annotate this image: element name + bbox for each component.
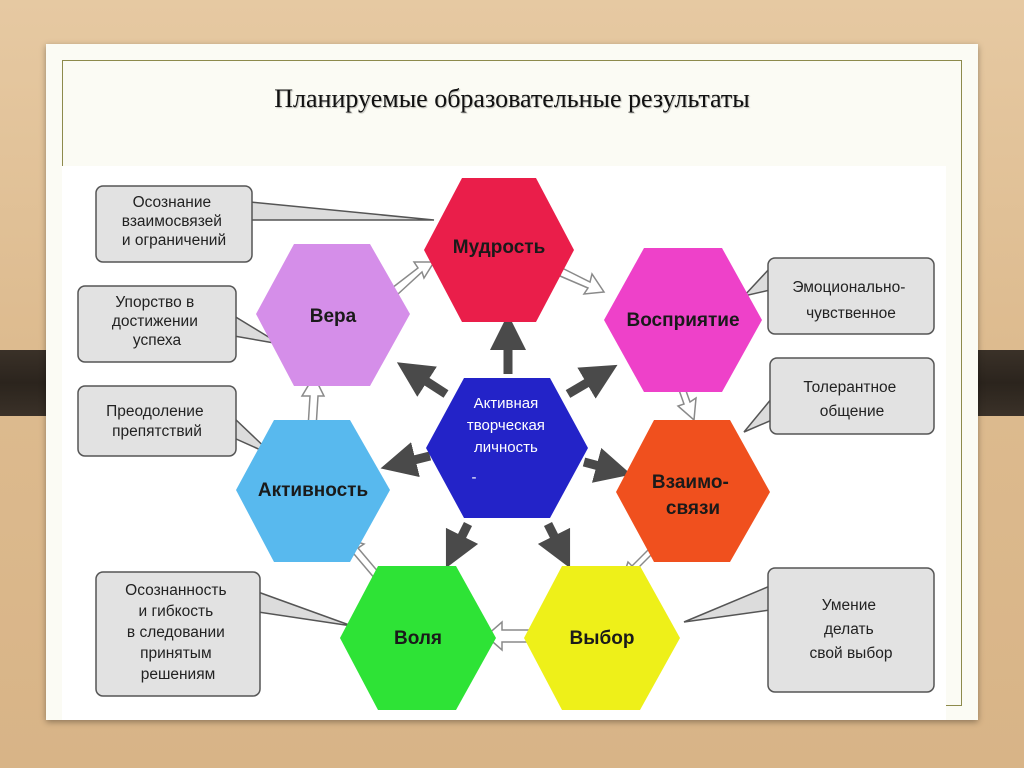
- arrow-faith-to-wisdom: [390, 261, 436, 296]
- arrow-to-will: [445, 521, 479, 569]
- callout-choice-skill: Умение делать свой выбор: [683, 567, 935, 693]
- hexagon-wisdom-label: Мудрость: [453, 237, 546, 258]
- callout-awareness-text: Осознание взаимосвязей и ограничений: [122, 194, 226, 249]
- hexagon-wisdom-shape: [424, 178, 574, 322]
- hexagon-choice: Выбор: [524, 566, 680, 710]
- hexagon-wisdom: Мудрость: [424, 178, 574, 322]
- hexagon-relations: Взаимо- связи: [616, 420, 770, 562]
- hexagon-perception: Восприятие: [604, 248, 762, 392]
- hexagon-will-label: Воля: [394, 628, 442, 649]
- callout-choice-skill-text: Умение делать свой выбор: [810, 597, 893, 662]
- hexagon-will: Воля: [340, 566, 496, 710]
- hexagon-will-shape: [340, 566, 496, 710]
- hexagon-faith: Вера: [256, 244, 410, 386]
- hexagon-relations-shape: [616, 420, 770, 562]
- hexagon-choice-label: Выбор: [570, 628, 635, 649]
- hexagon-activity-label: Активность: [258, 480, 368, 501]
- callout-persistence-text: Упорство в достижении успеха: [112, 294, 202, 349]
- callout-mindfulness: Осознанность и гибкость в следовании при…: [95, 571, 353, 697]
- arrow-to-faith: [396, 362, 449, 398]
- hexagon-activity: Активность: [236, 420, 390, 562]
- callout-awareness: Осознание взаимосвязей и ограничений: [95, 185, 435, 263]
- callout-emotional-text: Эмоционально- чувственное: [792, 279, 909, 322]
- callout-persistence: Упорство в достижении успеха: [77, 285, 281, 363]
- center-arrows: [380, 314, 632, 569]
- callout-tolerant-text: Толерантное общение: [803, 379, 900, 420]
- hexagon-center-label: Активная творческая личность -: [467, 395, 549, 486]
- arrow-to-perception: [565, 364, 618, 399]
- hexagon-relations-label: Взаимо- связи: [652, 472, 734, 519]
- hexagon-perception-label: Восприятие: [626, 310, 739, 331]
- hexagon-center: Активная творческая личность -: [426, 378, 588, 518]
- callout-emotional: Эмоционально- чувственное: [741, 257, 935, 335]
- hexagon-choice-shape: [524, 566, 680, 710]
- callout-mindfulness-text: Осознанность и гибкость в следовании при…: [125, 582, 231, 683]
- arrow-to-activity: [380, 442, 432, 478]
- slide-title: Планируемые образовательные результаты: [274, 84, 750, 113]
- arrow-to-choice: [537, 521, 571, 569]
- diagram: Осознание взаимосвязей и ограничений Упо…: [62, 166, 946, 720]
- arrow-wisdom-to-perception: [559, 266, 606, 295]
- hexagon-perception-shape: [604, 248, 762, 392]
- diagram-canvas: Осознание взаимосвязей и ограничений Упо…: [77, 178, 935, 710]
- arrow-to-relations: [582, 447, 632, 483]
- hexagon-center-shape: [426, 378, 588, 518]
- callout-tolerant: Толерантное общение: [743, 357, 935, 435]
- hexagon-faith-label: Вера: [310, 306, 357, 327]
- hexagon-faith-shape: [256, 244, 410, 386]
- callout-overcoming: Преодоление препятствий: [77, 385, 275, 457]
- callout-overcoming-text: Преодоление препятствий: [106, 403, 208, 440]
- hexagon-activity-shape: [236, 420, 390, 562]
